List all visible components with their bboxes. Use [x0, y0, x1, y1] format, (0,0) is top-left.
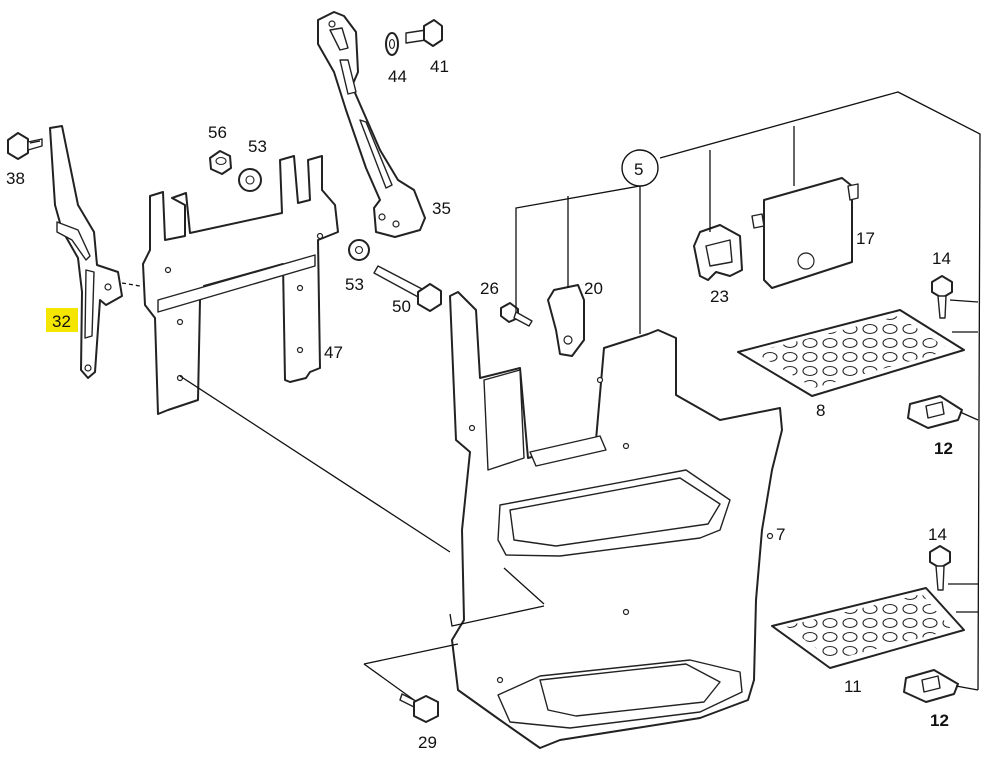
clip-nut-12-bottom [903, 669, 959, 703]
bolt-38 [7, 132, 43, 160]
washer-53-top [238, 168, 262, 192]
callout-20: 20 [584, 279, 603, 298]
bolt-41 [405, 19, 443, 47]
washer-44 [385, 32, 399, 56]
callout-32: 32 [52, 312, 71, 331]
callout-32-highlight [46, 308, 78, 332]
nut-56 [209, 150, 232, 175]
callout-14-top: 14 [932, 249, 951, 268]
leader-lines [179, 91, 981, 701]
callout-53-mid: 53 [345, 275, 364, 294]
callout-56: 56 [208, 123, 227, 142]
callout-12-top: 12 [934, 439, 953, 458]
callout-labels: 38 32 56 53 47 44 41 35 53 50 5 26 20 23… [6, 57, 953, 752]
callout-26: 26 [480, 279, 499, 298]
callout-14-bottom: 14 [928, 525, 947, 544]
bolt-50 [373, 265, 442, 312]
callout-53-top: 53 [248, 137, 267, 156]
support-bracket-32 [49, 125, 141, 379]
callout-12-bottom: 12 [930, 711, 949, 730]
callout-47: 47 [324, 343, 343, 362]
frame-47 [142, 155, 339, 415]
callout-17: 17 [856, 229, 875, 248]
callout-23: 23 [710, 287, 729, 306]
clip-nut-12-top [907, 395, 963, 429]
callout-50: 50 [392, 297, 411, 316]
step-housing-7 [449, 291, 783, 749]
callout-35: 35 [432, 199, 451, 218]
screw-14-bottom [929, 545, 951, 591]
callout-41: 41 [430, 57, 449, 76]
screw-14-top [931, 275, 953, 319]
bolt-29 [399, 693, 439, 723]
callout-7: 7 [776, 525, 785, 544]
clip-23 [693, 224, 743, 281]
washer-53-mid [348, 239, 370, 261]
callout-11: 11 [844, 677, 862, 696]
clip-bracket-20 [547, 284, 585, 357]
callout-38: 38 [6, 169, 25, 188]
screw-26 [500, 302, 533, 327]
callout-8: 8 [816, 401, 825, 420]
callout-44: 44 [388, 67, 407, 86]
callout-5-circle [621, 149, 659, 187]
cover-plate-17 [751, 177, 859, 289]
tread-plate-8 [737, 309, 965, 397]
callout-29: 29 [418, 733, 437, 752]
arm-35 [317, 11, 426, 238]
callout-5: 5 [634, 160, 643, 179]
tread-plate-11 [771, 587, 965, 669]
